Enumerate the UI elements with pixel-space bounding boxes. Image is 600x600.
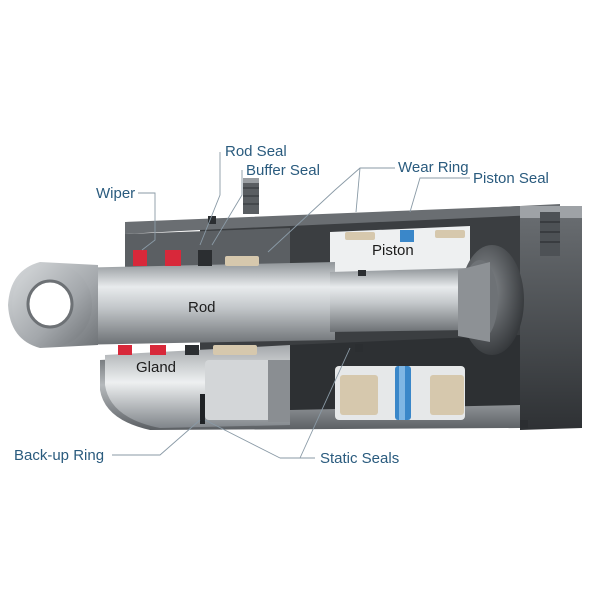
seal-set-lower	[118, 344, 363, 424]
rod-eye	[8, 262, 98, 348]
seal-set-upper	[133, 216, 259, 266]
piston-body	[335, 366, 465, 420]
label-static-seals: Static Seals	[320, 450, 399, 467]
end-port	[540, 212, 560, 256]
label-wear-ring: Wear Ring	[398, 159, 469, 176]
top-port	[243, 178, 259, 214]
label-buffer-seal: Buffer Seal	[246, 162, 320, 179]
leader-lines	[112, 152, 470, 459]
seal-set-piston-upper	[345, 230, 528, 428]
label-rod-seal: Rod Seal	[225, 143, 287, 160]
piston-nut	[458, 245, 524, 355]
label-wiper: Wiper	[96, 185, 135, 202]
label-rod: Rod	[188, 299, 216, 316]
label-gland: Gland	[136, 359, 176, 376]
piston-rod	[70, 262, 470, 345]
label-piston-seal: Piston Seal	[473, 170, 549, 187]
label-backup-ring: Back-up Ring	[14, 447, 104, 464]
label-piston: Piston	[372, 242, 414, 259]
